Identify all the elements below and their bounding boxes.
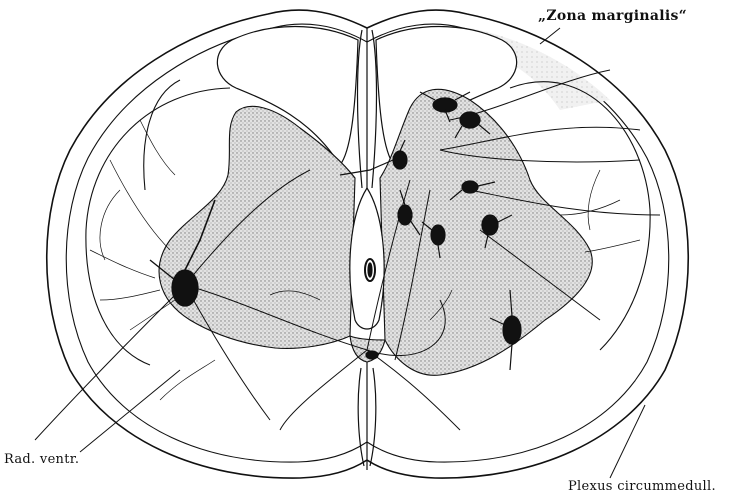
leader-zona-marginalis — [540, 28, 560, 44]
commissural-neuron — [366, 351, 378, 359]
label-plexus-circummedull: Plexus circummedull. — [568, 479, 716, 494]
central-canal-region — [350, 188, 384, 470]
posterior-median-septum — [358, 28, 377, 190]
label-zona-marginalis: „Zona marginalis“ — [538, 8, 687, 24]
leader-rad-ventr — [80, 370, 180, 452]
label-rad-ventr: Rad. ventr. — [4, 452, 79, 467]
